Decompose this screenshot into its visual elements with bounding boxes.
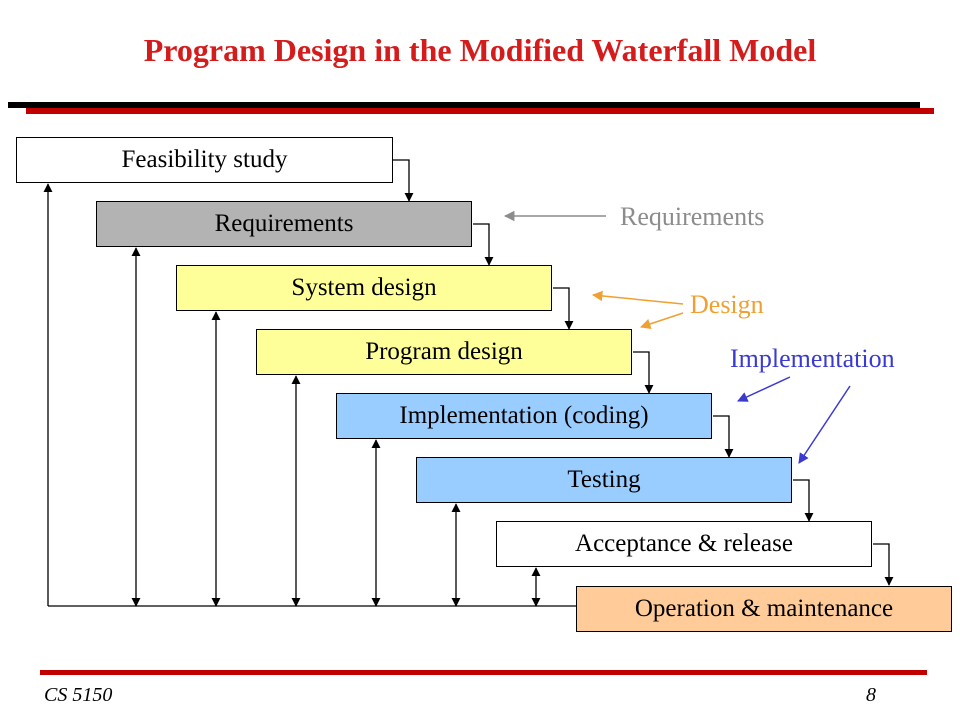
bottom-rule (40, 670, 927, 675)
implementation-pointer-arrow-testing (798, 385, 851, 464)
flow-arrow-5 (793, 479, 814, 522)
stage-implementation-coding: Implementation (coding) (336, 393, 712, 439)
stage-acceptance-release: Acceptance & release (496, 521, 872, 567)
stage-system-design: System design (176, 265, 552, 311)
course-label: CS 5150 (44, 684, 113, 706)
implementation-pointer-arrow-coding (737, 376, 791, 402)
page-number: 8 (866, 684, 876, 706)
slide-title: Program Design in the Modified Waterfall… (143, 32, 817, 68)
flow-arrows (393, 159, 894, 586)
design-pointer-arrow-program (640, 312, 684, 329)
flow-arrow-6 (873, 543, 894, 586)
design-callout: Design (690, 290, 764, 319)
flow-arrow-4 (713, 415, 734, 458)
stage-testing: Testing (416, 457, 792, 503)
design-pointer-arrow-system (591, 290, 684, 305)
flow-arrow-0 (393, 159, 414, 202)
stage-operation-maintenance: Operation & maintenance (576, 586, 952, 632)
stage-program-design: Program design (256, 329, 632, 375)
feedback-arrows (43, 183, 576, 607)
stage-feasibility-study: Feasibility study (16, 137, 393, 183)
top-rule (26, 108, 934, 114)
stage-requirements: Requirements (96, 201, 472, 247)
implementation-callout: Implementation (730, 344, 895, 373)
flow-arrow-3 (633, 351, 654, 394)
flow-arrow-1 (473, 223, 494, 266)
flow-arrow-2 (553, 287, 574, 330)
callout-arrows (503, 210, 851, 464)
top-rule-shadow (8, 102, 920, 108)
requirements-callout: Requirements (620, 202, 765, 231)
